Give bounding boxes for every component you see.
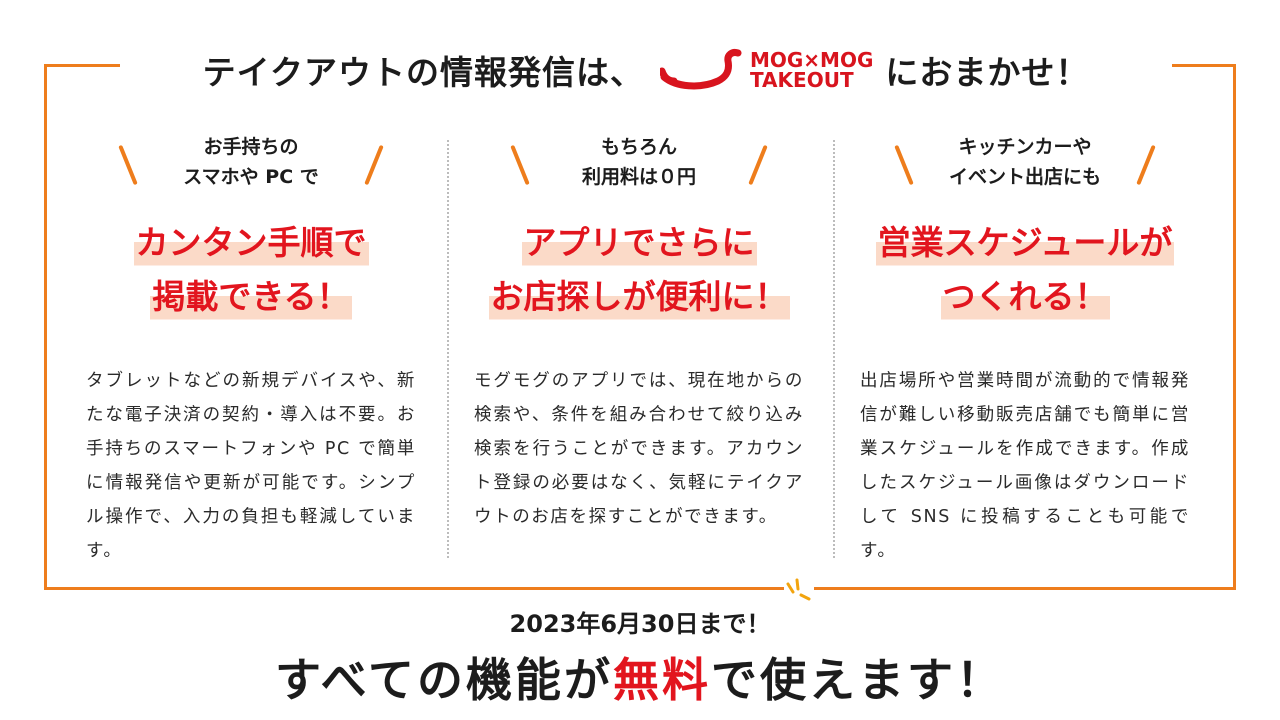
spark-right-icon bbox=[748, 144, 768, 186]
logo-line-1: MOG×MOG bbox=[749, 48, 874, 72]
burst-accent bbox=[784, 578, 814, 608]
logo-smile-icon bbox=[659, 49, 742, 90]
kicker-line-2: イベント出店にも bbox=[948, 166, 1101, 188]
feature-description: モグモグのアプリでは、現在地からの検索や、条件を組み合わせて絞り込み検索を行うこ… bbox=[474, 371, 804, 527]
feature-description: 出店場所や営業時間が流動的で情報発信が難しい移動販売店舗でも簡単に営業スケジュー… bbox=[860, 371, 1190, 561]
column-divider bbox=[833, 140, 835, 558]
feature-kicker: お手持ちの スマホや PC で bbox=[86, 130, 416, 194]
feature-column-2: もちろん 利用料は０円 アプリでさらに お店探しが便利に！ モグモグのアプリでは… bbox=[474, 130, 804, 534]
feature-headline-line-1: アプリでさらに bbox=[521, 216, 757, 270]
feature-description: タブレットなどの新規デバイスや、新たな電子決済の契約・導入は不要。お手持ちのスマ… bbox=[86, 371, 416, 561]
spark-right-icon bbox=[1136, 144, 1156, 186]
spark-right-icon bbox=[364, 144, 384, 186]
feature-headline-line-2: 掲載できる！ bbox=[150, 270, 352, 324]
kicker-line-1: お手持ちの bbox=[203, 136, 299, 158]
feature-column-1: お手持ちの スマホや PC で カンタン手順で 掲載できる！ タブレットなどの新… bbox=[86, 130, 416, 568]
headline-after: におまかせ！ bbox=[885, 53, 1090, 92]
kicker-line-1: キッチンカーや bbox=[958, 136, 1092, 158]
mogmog-takeout-logo: MOG×MOG TAKEOUT bbox=[659, 47, 874, 93]
spark-left-icon bbox=[894, 144, 914, 186]
sparkle-icon bbox=[786, 578, 811, 601]
feature-headline-line-1: カンタン手順で bbox=[133, 216, 369, 270]
feature-headline: カンタン手順で 掲載できる！ bbox=[86, 216, 416, 324]
feature-kicker: もちろん 利用料は０円 bbox=[474, 130, 804, 194]
spark-left-icon bbox=[118, 144, 138, 186]
feature-headline: 営業スケジュールが つくれる！ bbox=[860, 216, 1190, 324]
announcement-accent: 無料 bbox=[612, 653, 711, 707]
announcement-after: で使えます！ bbox=[710, 653, 1005, 707]
page-headline: テイクアウトの情報発信は、 MOG×MOG TAKEOUT におまかせ！ bbox=[120, 38, 1172, 102]
kicker-line-2: スマホや PC で bbox=[183, 166, 319, 188]
feature-headline: アプリでさらに お店探しが便利に！ bbox=[474, 216, 804, 324]
deadline-note: 2023年6月30日まで！ bbox=[509, 610, 771, 638]
kicker-line-2: 利用料は０円 bbox=[581, 166, 696, 188]
feature-headline-line-2: つくれる！ bbox=[940, 270, 1110, 324]
feature-headline-line-2: お店探しが便利に！ bbox=[488, 270, 790, 324]
headline-before: テイクアウトの情報発信は、 bbox=[202, 53, 644, 92]
feature-headline-line-1: 営業スケジュールが bbox=[875, 216, 1175, 270]
spark-left-icon bbox=[510, 144, 530, 186]
announcement-before: すべての機能が bbox=[275, 653, 613, 707]
feature-column-3: キッチンカーや イベント出店にも 営業スケジュールが つくれる！ 出店場所や営業… bbox=[860, 130, 1190, 568]
column-divider bbox=[447, 140, 449, 558]
free-announcement: すべての機能が無料で使えます！ bbox=[0, 644, 1280, 710]
kicker-line-1: もちろん bbox=[600, 136, 677, 158]
logo-line-2: TAKEOUT bbox=[749, 68, 854, 92]
feature-kicker: キッチンカーや イベント出店にも bbox=[860, 130, 1190, 194]
